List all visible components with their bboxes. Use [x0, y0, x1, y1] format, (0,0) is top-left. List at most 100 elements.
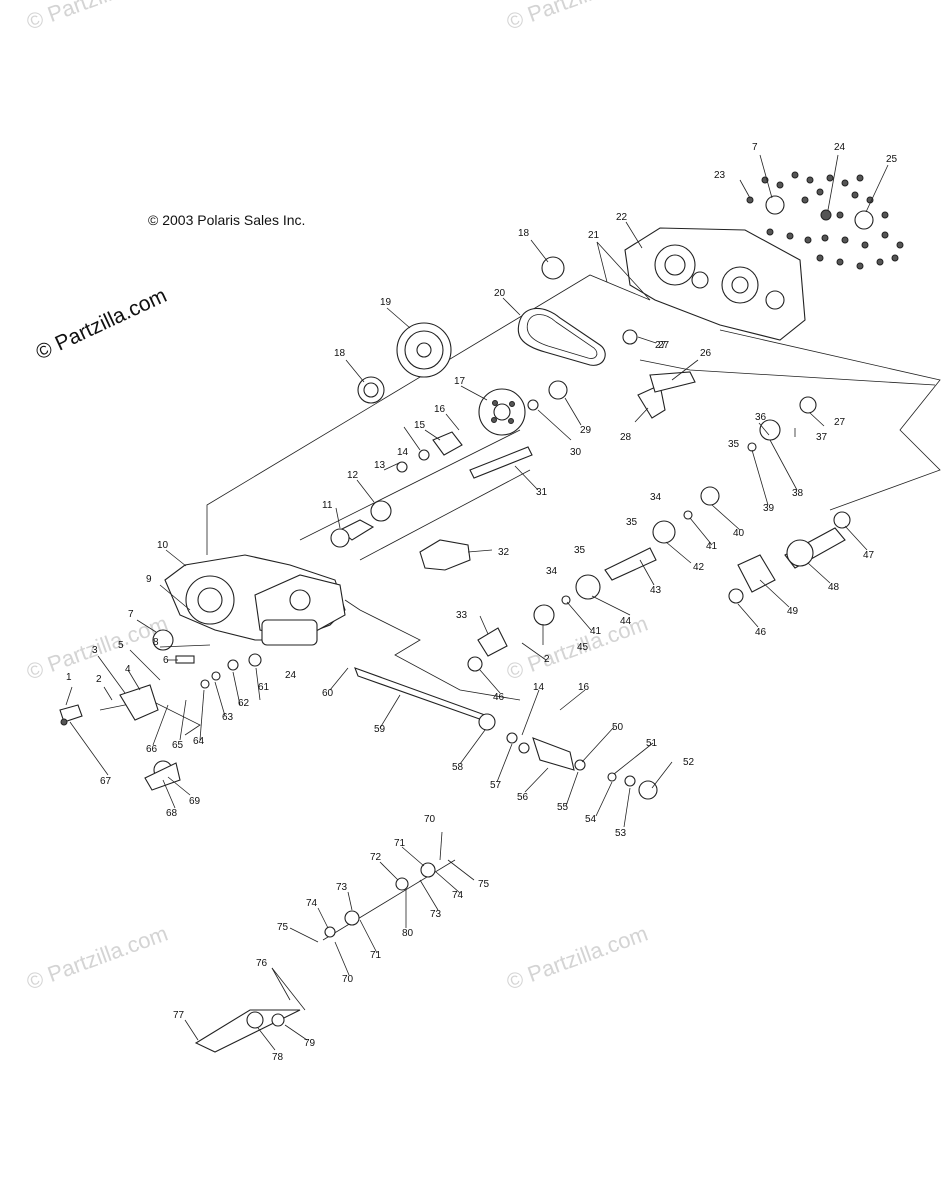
callout-35: 35 — [626, 517, 638, 528]
callout-65: 65 — [172, 740, 184, 751]
callout-15: 15 — [414, 420, 426, 431]
boundary-line — [639, 359, 936, 386]
washer — [248, 653, 262, 667]
seal — [607, 772, 617, 782]
callout-19: 19 — [380, 297, 392, 308]
air-duct — [419, 539, 471, 571]
shift-fork — [395, 877, 409, 891]
bracket — [637, 384, 666, 419]
callout-44: 44 — [620, 616, 632, 627]
bearing — [833, 511, 851, 529]
callout-35: 35 — [574, 545, 586, 556]
callout-52: 52 — [683, 757, 695, 768]
bolt — [60, 718, 68, 726]
washer — [527, 399, 539, 411]
washer — [747, 442, 757, 452]
shift-housing — [119, 684, 159, 721]
callout-41: 41 — [590, 626, 602, 637]
seal — [467, 656, 483, 672]
bearing — [211, 671, 221, 681]
callout-45: 45 — [577, 642, 589, 653]
callout-41: 41 — [706, 541, 718, 552]
callout-24: 24 — [834, 142, 846, 153]
o-ring — [518, 742, 530, 754]
callout-34: 34 — [650, 492, 662, 503]
o-ring — [638, 780, 658, 800]
seal — [541, 256, 565, 280]
callout-38: 38 — [792, 488, 804, 499]
callout-33: 33 — [456, 610, 468, 621]
callout-36: 36 — [755, 412, 767, 423]
callout-18: 18 — [518, 228, 530, 239]
callout-50: 50 — [612, 722, 624, 733]
parts-layer — [59, 171, 904, 1053]
drive-shaft — [469, 446, 533, 479]
callout-69: 69 — [189, 796, 201, 807]
callout-78: 78 — [272, 1052, 284, 1063]
bearing — [854, 210, 874, 230]
callout-74: 74 — [452, 890, 464, 901]
callout-16: 16 — [578, 682, 590, 693]
callout-64: 64 — [193, 736, 205, 747]
callout-14: 14 — [533, 682, 545, 693]
callout-63: 63 — [222, 712, 234, 723]
seal — [152, 629, 174, 651]
callout-27: 27 — [834, 417, 846, 428]
shaft — [604, 547, 657, 581]
boundary-line — [719, 329, 941, 511]
seal — [765, 195, 785, 215]
callout-30: 30 — [570, 447, 582, 458]
callout-28: 28 — [620, 432, 632, 443]
gear — [652, 520, 676, 544]
bearing — [548, 380, 568, 400]
callout-73: 73 — [430, 909, 442, 920]
callout-22: 22 — [616, 212, 628, 223]
bearing — [200, 679, 210, 689]
callout-10: 10 — [157, 540, 169, 551]
o-ring — [506, 732, 518, 744]
callout-42: 42 — [693, 562, 705, 573]
o-ring — [396, 461, 408, 473]
coupler — [532, 737, 575, 771]
callout-18: 18 — [334, 348, 346, 359]
callout-12: 12 — [347, 470, 359, 481]
callout-48: 48 — [828, 582, 840, 593]
bearing — [728, 588, 744, 604]
callout-5: 5 — [118, 640, 124, 651]
callout-1: 1 — [66, 672, 72, 683]
callout-49: 49 — [787, 606, 799, 617]
callout-75: 75 — [277, 922, 289, 933]
callout-17: 17 — [454, 376, 466, 387]
callout-51: 51 — [646, 738, 658, 749]
callout-47: 47 — [863, 550, 875, 561]
callout-25: 25 — [886, 154, 898, 165]
callout-2: 2 — [544, 654, 550, 665]
watermark: © Partzilla.com — [503, 921, 651, 995]
callout-35: 35 — [728, 439, 740, 450]
callout-16: 16 — [434, 404, 446, 415]
callout-29: 29 — [580, 425, 592, 436]
gear — [575, 574, 601, 600]
boundary-lines — [99, 274, 941, 736]
shift-lever — [59, 704, 83, 723]
bearing — [622, 329, 638, 345]
callout-80: 80 — [402, 928, 414, 939]
shift-fork — [420, 862, 436, 878]
boundary-line — [344, 599, 521, 701]
callout-7: 7 — [128, 609, 134, 620]
callout-6: 6 — [163, 655, 169, 666]
site-mark: © Partzilla.com — [32, 284, 170, 365]
callout-59: 59 — [374, 724, 386, 735]
gear — [799, 396, 817, 414]
callout-72: 72 — [370, 852, 382, 863]
boundary-line — [299, 429, 521, 541]
callout-71: 71 — [394, 838, 406, 849]
callout-54: 54 — [585, 814, 597, 825]
prop-shaft — [354, 667, 490, 723]
callout-60: 60 — [322, 688, 334, 699]
washer — [561, 595, 571, 605]
callout-75: 75 — [478, 879, 490, 890]
watermark-layer: © Partzilla.com © Partzilla.com © Partzi… — [23, 0, 651, 995]
